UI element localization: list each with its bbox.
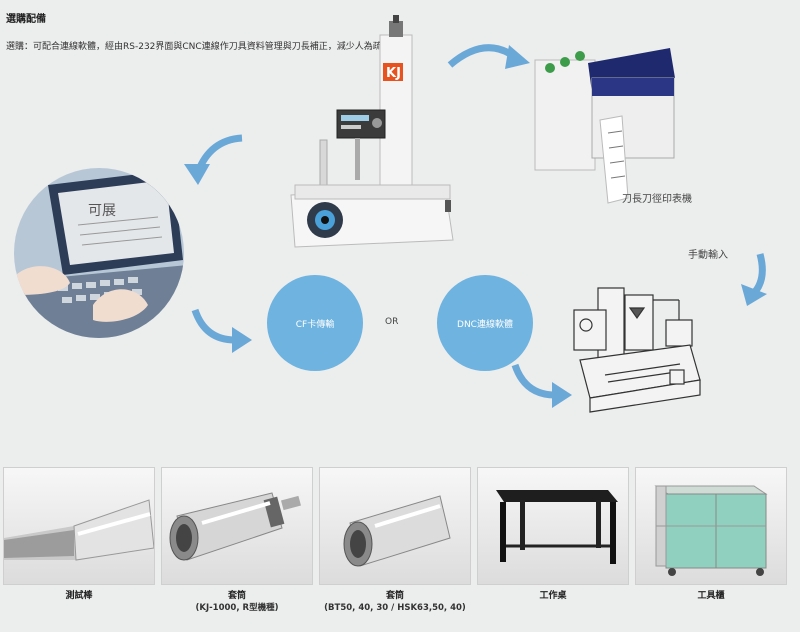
section-title: 選購配備: [6, 14, 46, 25]
work-table-image: [477, 467, 629, 585]
tool-presetter-image: KJ: [285, 15, 460, 260]
dnc-software-label: DNC連線軟體: [457, 319, 513, 330]
cf-card-transfer-label: CF卡傳輸: [295, 319, 335, 330]
arrow-presetter-to-laptop-icon: [184, 134, 243, 185]
brand-logo: KJ: [386, 66, 401, 81]
arrow-presetter-to-printer-icon: [447, 44, 530, 69]
product-caption-sleeve-bt-hsk: 套筒 (BT50, 40, 30 / HSK63,50, 40): [312, 590, 478, 614]
product-caption-sleeve-kj1000: 套筒 (KJ-1000, R型機種): [161, 590, 313, 614]
tool-cabinet-image: [635, 467, 787, 585]
manual-input-label: 手動輸入: [688, 250, 728, 261]
product-name: 測試棒: [65, 591, 93, 601]
arrow-laptop-to-cf-icon: [191, 308, 252, 353]
section-description: 選購：可配合連線軟體，經由RS-232界面與CNC連線作刀具資料管理與刀長補正，…: [6, 42, 400, 52]
or-label: OR: [385, 317, 399, 327]
product-name: 套筒: [385, 591, 404, 601]
product-caption-tool-cabinet: 工具櫃: [635, 590, 787, 602]
sleeve-kj1000-image: [161, 467, 313, 585]
arrow-dnc-to-cnc-icon: [511, 363, 572, 408]
product-caption-test-bar: 測試棒: [3, 590, 155, 602]
cnc-machine-image: [570, 280, 710, 415]
product-sub: (BT50, 40, 30 / HSK63,50, 40): [324, 603, 466, 613]
test-bar-image: [3, 467, 155, 585]
product-name: 套筒: [227, 591, 246, 601]
product-name: 工作桌: [539, 591, 567, 601]
arrow-manual-input-to-cnc-icon: [741, 253, 767, 306]
laptop-screen-text: 可展: [88, 203, 116, 219]
accessory-strip: [0, 467, 800, 587]
cf-card-transfer-bubble: CF卡傳輸: [267, 275, 363, 371]
printer-label: 刀長刀徑印表機: [622, 194, 692, 205]
product-sub: (KJ-1000, R型機種): [195, 603, 279, 613]
laptop-image: 可展: [8, 165, 190, 340]
dnc-software-bubble: DNC連線軟體: [437, 275, 533, 371]
product-name: 工具櫃: [697, 591, 725, 601]
product-caption-work-table: 工作桌: [477, 590, 629, 602]
label-printer-image: [530, 38, 680, 208]
sleeve-bt-hsk-image: [319, 467, 471, 585]
